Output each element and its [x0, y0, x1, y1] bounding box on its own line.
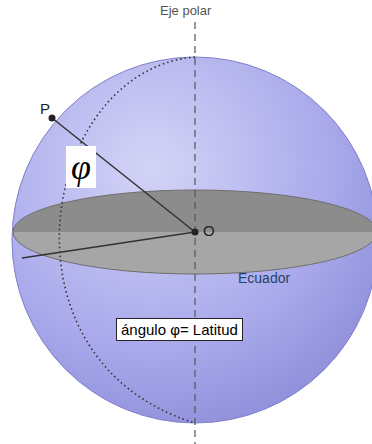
node-text: ángulo φ= Latitud — [121, 321, 238, 338]
sphere — [12, 57, 372, 423]
point-label: O — [203, 222, 215, 239]
equator-plane-back — [13, 190, 372, 232]
caption-box: ángulo φ= Latitud — [116, 318, 243, 341]
equator-outline — [13, 190, 372, 274]
point-o — [192, 229, 199, 236]
radius-to-p — [52, 118, 195, 232]
equator-label: Ecuador — [238, 270, 290, 286]
meridian-dotted — [59, 57, 195, 423]
axis-label: Eje polar — [160, 3, 211, 18]
angle-symbol-box: φ — [66, 146, 96, 188]
radius-to-equator — [22, 232, 195, 258]
point-label: P — [40, 100, 50, 117]
node-text: φ — [71, 146, 91, 188]
equator-plane-front — [13, 232, 372, 274]
